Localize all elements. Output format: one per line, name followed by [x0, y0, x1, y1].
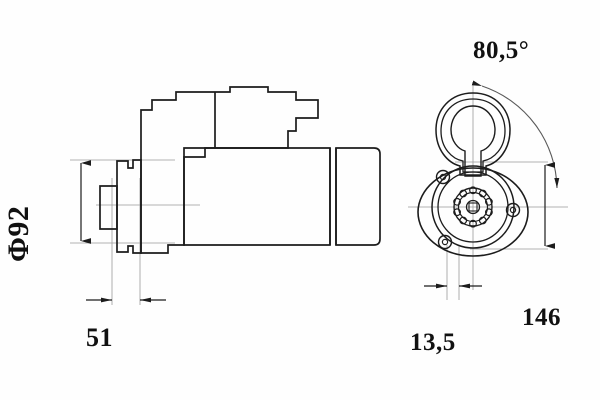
- drive-shaft-stub: [99, 185, 118, 230]
- pinion-gear-teeth: [453, 186, 493, 228]
- mounting-boss-right: [505, 202, 521, 218]
- flange-length-dimension-label: 51: [86, 323, 113, 352]
- mounting-hole-bottom-left: [441, 238, 449, 246]
- side-view-extension-lines: [70, 159, 200, 305]
- mounting-boss-bottom-left: [437, 234, 453, 250]
- motor-barrel: [183, 147, 331, 246]
- angle-dimension-label: 80,5°: [473, 37, 530, 64]
- mounting-boss-top-left: [435, 169, 451, 185]
- pinion-gear-root: [457, 191, 489, 223]
- drive-end-housing: [140, 86, 319, 254]
- commutator-end-cap: [335, 147, 381, 246]
- diameter-dimension-label: Φ92: [2, 205, 35, 262]
- pinion-shaft-key: [468, 202, 478, 212]
- offset-dimension-label: 13,5: [410, 329, 456, 356]
- pinion-gear-outer: [453, 187, 493, 227]
- mounting-hole-right: [509, 206, 517, 214]
- side-view-group: [70, 86, 381, 305]
- height-dimension-label: 146: [522, 304, 561, 331]
- end-view-housing-body: [417, 167, 529, 257]
- end-view-group: [408, 80, 568, 300]
- angle-arc: [471, 80, 560, 189]
- end-view-extension-lines: [408, 82, 568, 300]
- mounting-hole-top-left: [439, 173, 447, 181]
- pinion-gear-bore: [465, 199, 481, 215]
- mounting-flange: [116, 159, 142, 254]
